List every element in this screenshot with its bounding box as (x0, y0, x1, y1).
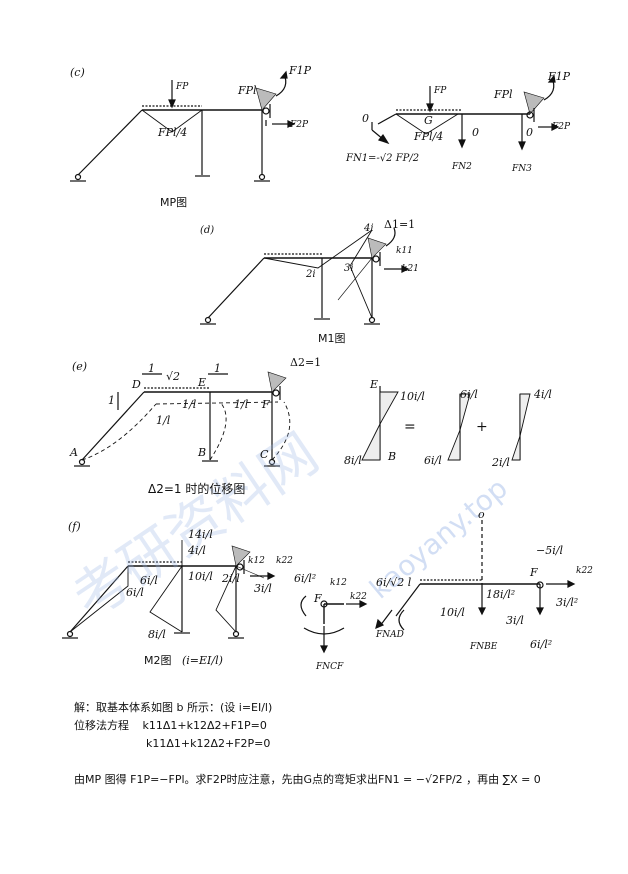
e-m-4: 4i/l (534, 388, 552, 401)
f-p-f: F (314, 592, 322, 605)
figure-c-right-freebody (371, 74, 560, 151)
figure-d-label: (d) (200, 225, 215, 236)
figure-f-caption-note: (i=EI/l) (182, 654, 223, 667)
f-6b: 6i/l (126, 586, 144, 599)
e-r1: 1/l (182, 398, 197, 411)
e-plus: + (476, 419, 488, 435)
f-q-f: F (530, 566, 538, 579)
d-k21: k21 (402, 264, 419, 274)
e-delta: Δ2=1 (290, 356, 322, 369)
e-equals: = (404, 419, 416, 435)
f-p-k22: k22 (350, 592, 367, 602)
e-m-6b: 6i/l (424, 454, 442, 467)
c-left-f2p: F2P (290, 120, 309, 130)
figure-f-caption: M2图 (144, 654, 172, 667)
e-len-1a: 1 (148, 362, 155, 375)
f-p-fncf: FNCF (316, 662, 344, 672)
f-p-k12: k12 (330, 578, 347, 588)
e-m-b: B (388, 450, 397, 463)
e-m-e: E (370, 378, 379, 391)
solution-line-4: 由MP 图得 F1P=−FPl。求F2P时应注意，先由G点的弯矩求出FN1 = … (74, 773, 541, 786)
f-k22: k22 (276, 556, 293, 566)
figure-e-frame (74, 371, 531, 467)
figure-f-label: (f) (68, 520, 81, 533)
e-len-sqrt2: √2 (166, 370, 181, 383)
f-q-10: 10i/l (440, 606, 465, 619)
e-r3: 1/l (156, 414, 171, 427)
solution-equation-1: k11Δ1+k12Δ2+F1P=0 (142, 719, 267, 732)
e-m-8: 8i/l (344, 454, 362, 467)
f-q-3: 3i/l (506, 614, 524, 627)
c-right-f1p: F1P (548, 70, 571, 83)
f-14: 14i/l (188, 528, 213, 541)
e-node-a: A (70, 446, 78, 459)
f-8: 8i/l (148, 628, 166, 641)
c-right-g: G (424, 114, 433, 127)
c-right-zero-b: 0 (472, 126, 479, 139)
f-q-fnad: FNAD (376, 630, 404, 640)
c-left-f1p: F1P (289, 64, 312, 77)
solution-line-2-label: 位移法方程 (74, 719, 129, 732)
d-2i: 2i (306, 269, 316, 280)
f-q-o: o (478, 508, 485, 521)
c-right-fpl4: FPl/4 (414, 130, 444, 143)
c-left-moment-corner: FPl (238, 84, 257, 97)
figure-c-label: (c) (70, 66, 85, 79)
c-right-moment-corner: FPl (494, 88, 513, 101)
figure-d-caption: M1图 (318, 332, 346, 345)
e-node-f: F (262, 398, 270, 411)
e-r2: 1/l (234, 398, 249, 411)
f-q-k22: k22 (576, 566, 593, 576)
e-node-d: D (132, 378, 141, 391)
e-node-e: E (198, 376, 207, 389)
f-2: 2i/l (222, 572, 240, 585)
e-m-10: 10i/l (400, 390, 425, 403)
c-right-f2p: F2P (552, 122, 571, 132)
f-q-18: 18i/l² (486, 588, 516, 601)
e-node-b: B (198, 446, 207, 459)
c-left-moment-mid: FPl/4 (158, 126, 188, 139)
f-q-6l2: 6i/l² (530, 638, 553, 651)
e-m-6a: 6i/l (460, 388, 478, 401)
f-q-m5: −5i/l (536, 544, 563, 557)
d-3i: 3i (344, 263, 354, 274)
c-right-fp: FP (434, 86, 447, 96)
figure-e-label: (e) (72, 360, 88, 373)
figure-c-caption: MP图 (160, 196, 188, 209)
d-4i: 4i (364, 223, 374, 234)
figure-e-caption: Δ2=1 时的位移图 (148, 482, 246, 496)
c-right-zero-a: 0 (362, 112, 369, 125)
f-k12: k12 (248, 556, 265, 566)
f-q-6: 6i/√2 l (376, 576, 412, 589)
c-left-fp: FP (176, 82, 189, 92)
e-node-c: C (260, 448, 269, 461)
c-right-fn1: FN1=-√2 FP/2 (346, 153, 420, 164)
figure-f-frame (62, 520, 576, 654)
solution-line-1: 解：取基本体系如图 b 所示：(设 i=EI/l) (74, 701, 273, 714)
f-3: 3i/l (254, 582, 272, 595)
f-q-fnbe: FNBE (470, 642, 498, 652)
solution-equation-2: k11Δ1+k12Δ2+F2P=0 (146, 737, 271, 750)
e-len-1b: 1 (214, 362, 221, 375)
d-k11: k11 (396, 246, 413, 256)
f-4: 4i/l (188, 544, 206, 557)
solution-line-2: 位移法方程 k11Δ1+k12Δ2+F1P=0 (74, 718, 267, 734)
c-right-fn2: FN2 (452, 162, 472, 172)
f-p-6il2: 6i/l² (294, 572, 317, 585)
f-10: 10i/l (188, 570, 213, 583)
f-6a: 6i/l (140, 574, 158, 587)
c-right-fn3: FN3 (512, 164, 532, 174)
e-len-1c: 1 (108, 394, 115, 407)
f-q-3l2: 3i/l² (556, 596, 579, 609)
figure-c-left-frame (70, 70, 296, 182)
figure-d-frame (200, 227, 410, 325)
e-m-2: 2i/l (492, 456, 510, 469)
c-right-zero-c: 0 (526, 126, 533, 139)
d-delta: Δ1=1 (384, 218, 416, 231)
